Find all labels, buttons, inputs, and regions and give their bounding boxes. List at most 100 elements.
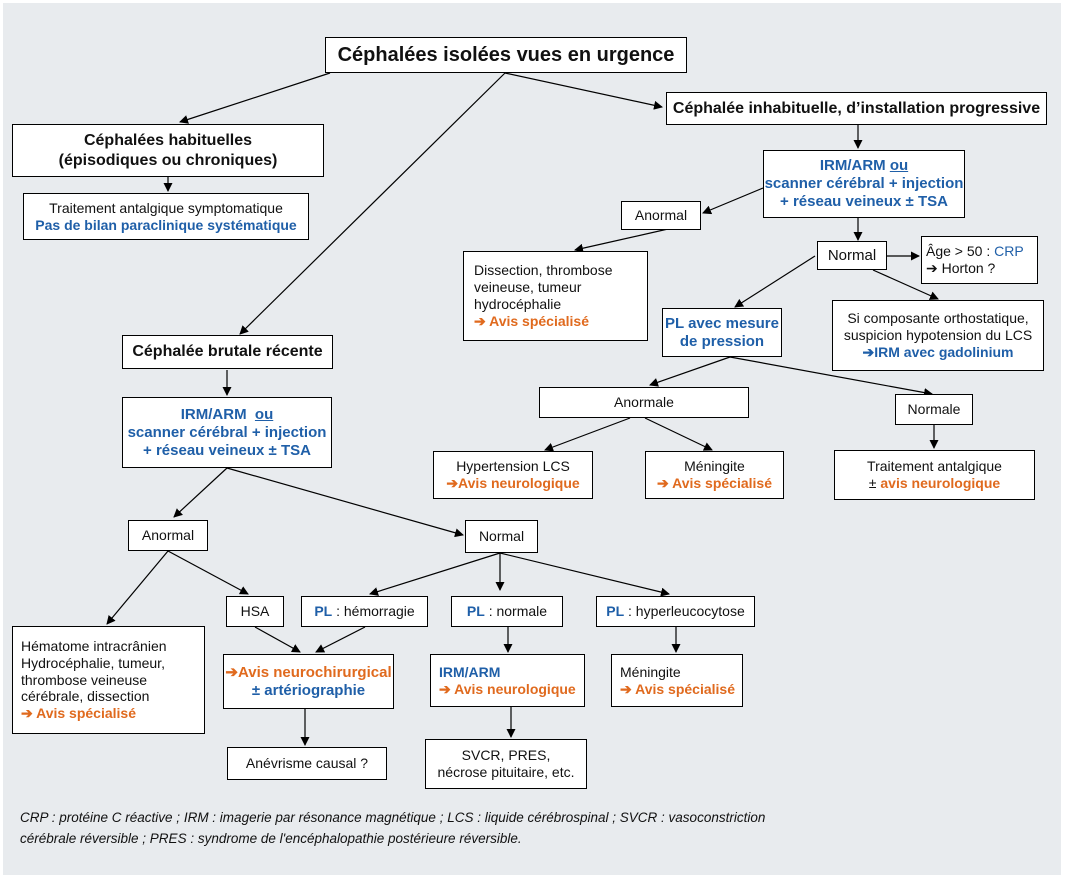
traitement-antalgique-line1: Traitement antalgique	[867, 458, 1002, 475]
meningite-bottom-line2: ➔ Avis spécialisé	[620, 680, 735, 697]
meningite-top-box: Méningite ➔ Avis spécialisé	[645, 451, 784, 499]
footnote-line2: cérébrale réversible ; PRES : syndrome d…	[20, 830, 522, 846]
traitement-sympto-line2: Pas de bilan paraclinique systématique	[35, 216, 297, 233]
pl-mesure-line2: de pression	[679, 332, 765, 350]
anormal-bottom-label: Anormal	[141, 527, 195, 544]
age-box: Âge > 50 : CRP ➔ Horton ?	[921, 236, 1038, 284]
traitement-antalgique-line2: ± avis neurologique	[868, 475, 1001, 491]
irm-top-line3: + réseau veineux ± TSA	[780, 193, 948, 210]
hypertension-line2: ➔Avis neurologique	[446, 475, 580, 491]
normal-top-label: Normal	[827, 246, 877, 264]
dissection-line2: veineuse, tumeur	[474, 279, 582, 296]
hematome-line2: Hydrocéphalie, tumeur,	[21, 654, 165, 671]
svcr-line2: nécrose pituitaire, etc.	[437, 764, 575, 780]
arrow-irm-normal-b	[226, 467, 464, 538]
arrow-anormal-hematome	[106, 550, 169, 625]
brutale-title: Céphalée brutale récente	[132, 343, 323, 361]
irm-top-line2: scanner cérébral + injection	[764, 175, 964, 192]
irm-bottom-line2: ➔ Avis neurologique	[439, 680, 576, 697]
arrow-title-brutale	[239, 72, 506, 335]
normal-bottom-label: Normal	[478, 528, 525, 545]
meningite-top-line2: ➔ Avis spécialisé	[657, 475, 772, 491]
arrow-irm-anormal	[702, 187, 764, 215]
pl-mesure-box: PL avec mesure de pression	[662, 308, 782, 357]
arrow-normal-plhemo	[369, 552, 501, 596]
hematome-line4: cérébrale, dissection	[21, 688, 150, 705]
orthostatique-line3: ➔IRM avec gadolinium	[862, 343, 1014, 360]
irm-left-line2: scanner cérébral + injection	[127, 423, 327, 441]
orthostatique-line2: suspicion hypotension du LCS	[843, 327, 1033, 344]
arrow-title-habituelles	[179, 72, 331, 124]
meningite-bottom-box: Méningite ➔ Avis spécialisé	[611, 654, 743, 707]
dissection-box: Dissection, thrombose veineuse, tumeur h…	[463, 251, 648, 341]
anormal-bottom-box: Anormal	[128, 520, 208, 551]
neurochir-line1: ➔Avis neurochirurgical	[225, 663, 392, 681]
pl-normale-text: PL : normale	[466, 603, 548, 620]
hematome-box: Hématome intracrânien Hydrocéphalie, tum…	[12, 626, 205, 734]
irm-left-line1: IRM/ARM ou	[180, 405, 274, 423]
irm-top-box: IRM/ARM ou scanner cérébral + injection …	[763, 150, 965, 218]
age-line1: Âge > 50 : CRP	[926, 243, 1024, 260]
anormal-top-box: Anormal	[621, 201, 701, 230]
anevrisme-label: Anévrisme causal ?	[245, 755, 369, 772]
normal-bottom-box: Normal	[465, 520, 538, 553]
hematome-line1: Hématome intracrânien	[21, 638, 167, 654]
traitement-symptomatique-box: Traitement antalgique symptomatique Pas …	[23, 193, 309, 240]
arrow-hsa-neurochir	[254, 626, 301, 653]
neurochir-line2: ± artériographie	[251, 681, 366, 699]
orthostatique-box: Si composante orthostatique, suspicion h…	[832, 300, 1044, 371]
arrow-pl-normale	[729, 356, 933, 397]
dissection-line1: Dissection, thrombose	[474, 262, 613, 279]
hematome-line3: thrombose veineuse	[21, 671, 148, 688]
habituelles-box: Céphalées habituelles (épisodiques ou ch…	[12, 124, 324, 177]
hsa-label: HSA	[240, 603, 270, 620]
anormal-top-label: Anormal	[634, 207, 688, 224]
arrow-pl-anormale	[649, 356, 731, 387]
title-box: Céphalées isolées vues en urgence	[325, 37, 687, 73]
pl-normale-box: PL : normale	[451, 596, 563, 627]
pl-hemorragie-box: PL : hémorragie	[301, 596, 428, 627]
arrow-anormale-meningite	[644, 417, 713, 451]
orthostatique-line1: Si composante orthostatique,	[847, 310, 1029, 327]
pl-mesure-line1: PL avec mesure	[665, 314, 779, 332]
hematome-line5: ➔ Avis spécialisé	[21, 705, 136, 722]
normal-top-box: Normal	[817, 241, 887, 270]
neurochir-box: ➔Avis neurochirurgical ± artériographie	[223, 654, 394, 709]
traitement-antalgique-box: Traitement antalgique ± avis neurologiqu…	[834, 450, 1035, 500]
anormale-right-box: Anormale	[539, 387, 749, 418]
habituelles-line1: Céphalées habituelles	[83, 132, 253, 150]
dissection-line4: ➔ Avis spécialisé	[474, 312, 589, 329]
title-text: Céphalées isolées vues en urgence	[337, 44, 675, 66]
irm-top-line1: IRM/ARM ou	[819, 157, 909, 174]
pl-hyper-box: PL : hyperleucocytose	[596, 596, 755, 627]
irm-left-box: IRM/ARM ou scanner cérébral + injection …	[122, 397, 332, 468]
irm-bottom-line1: IRM/ARM	[439, 663, 501, 680]
meningite-top-line1: Méningite	[684, 458, 745, 475]
svcr-line1: SVCR, PRES,	[461, 747, 551, 764]
age-line2: ➔ Horton ?	[926, 260, 996, 276]
arrow-normal-ortho	[872, 269, 939, 300]
meningite-bottom-line1: Méningite	[620, 663, 681, 680]
inhabituelle-box: Céphalée inhabituelle, d’installation pr…	[666, 92, 1047, 125]
hypertension-line1: Hypertension LCS	[456, 458, 570, 475]
habituelles-line2: (épisodiques ou chroniques)	[58, 151, 278, 169]
anevrisme-box: Anévrisme causal ?	[227, 747, 387, 780]
arrow-normal-plhyper	[499, 552, 670, 597]
inhabituelle-title: Céphalée inhabituelle, d’installation pr…	[672, 99, 1041, 117]
pl-hemorragie-text: PL : hémorragie	[314, 603, 415, 620]
arrow-plhemo-neurochir	[315, 626, 366, 653]
irm-bottom-box: IRM/ARM ➔ Avis neurologique	[430, 654, 585, 707]
anormale-right-label: Anormale	[614, 394, 674, 411]
pl-hyper-text: PL : hyperleucocytose	[606, 603, 745, 620]
arrow-normal-pl	[734, 255, 816, 308]
brutale-box: Céphalée brutale récente	[122, 335, 333, 369]
arrow-anormale-hypertension	[544, 417, 631, 452]
footnote: CRP : protéine C réactive ; IRM : imager…	[20, 808, 840, 850]
arrow-anormal-dissection	[574, 228, 669, 253]
arrow-anormal-hsa	[167, 550, 249, 595]
arrow-irm-anormal-b	[173, 467, 228, 518]
irm-left-line3: + réseau veineux ± TSA	[143, 441, 311, 459]
traitement-sympto-line1: Traitement antalgique symptomatique	[49, 199, 283, 216]
arrow-title-inhabituelle	[504, 72, 663, 110]
